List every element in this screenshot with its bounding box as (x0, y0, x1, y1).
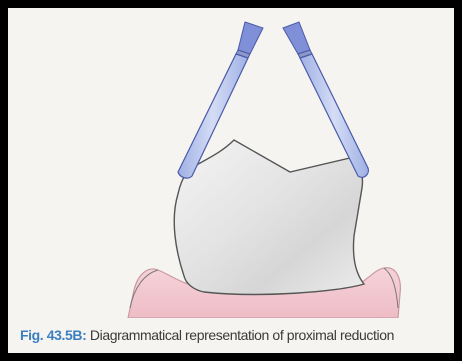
figure-page: Fig. 43.5B: Diagrammatical representatio… (8, 8, 454, 353)
right-bur (283, 22, 368, 177)
figure-caption: Fig. 43.5B: Diagrammatical representatio… (20, 326, 454, 344)
caption-text: Diagrammatical representation of proxima… (90, 327, 394, 343)
tooth-crown (174, 140, 364, 294)
diamond-bur-icon (238, 22, 263, 54)
diamond-bur-icon (283, 22, 310, 54)
proximal-reduction-diagram (8, 8, 454, 318)
caption-label: Fig. 43.5B: (20, 327, 86, 343)
